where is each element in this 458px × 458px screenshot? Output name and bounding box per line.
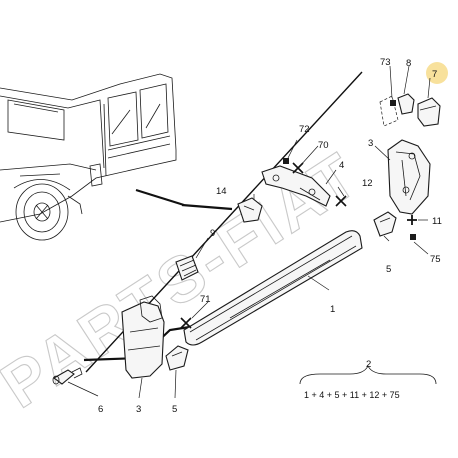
callout-70: 70: [318, 140, 329, 151]
callout-75: 75: [430, 254, 441, 265]
part-5-corner-right[interactable]: [373, 211, 397, 237]
callout-3-upper: 3: [368, 138, 373, 149]
part-4-bracket[interactable]: [261, 165, 331, 207]
highlight-marker: [426, 62, 448, 84]
part-11-screw[interactable]: [407, 215, 417, 225]
callout-73: 73: [380, 57, 391, 68]
part-14-bracket[interactable]: [237, 197, 263, 223]
van-illustration: [0, 73, 177, 241]
callout-71: 71: [200, 294, 211, 305]
callout-1: 1: [330, 304, 335, 315]
callout-7: 7: [432, 69, 437, 80]
part-5-corner-lower[interactable]: [165, 345, 189, 371]
part-3-end-cap-left[interactable]: [121, 295, 165, 379]
part-73-nut[interactable]: [390, 100, 396, 106]
callout-6: 6: [98, 404, 103, 415]
callout-9: 9: [210, 228, 215, 239]
callout-5-lower: 5: [172, 404, 177, 415]
callout-labels: 1 2 3 3 4 5 5 6 7 8 9 11 12 14 70 71 72 …: [98, 57, 442, 415]
callout-8: 8: [406, 58, 411, 69]
leader-lines: [67, 65, 431, 399]
kit-formula: 1 + 4 + 5 + 11 + 12 + 75: [304, 390, 400, 400]
callout-3-lower: 3: [136, 404, 141, 415]
part-8-clip[interactable]: [397, 93, 415, 115]
callout-14: 14: [216, 186, 227, 197]
part-1-sill[interactable]: [183, 230, 363, 346]
group-frame: [379, 95, 399, 127]
callout-72: 72: [299, 124, 310, 135]
part-9-clip[interactable]: [175, 255, 199, 281]
callout-4: 4: [339, 160, 344, 171]
pointer-line-upper: [135, 188, 185, 207]
kit-brace: [299, 365, 437, 385]
pointer-line-upper-2: [181, 203, 233, 211]
part-72-nut[interactable]: [283, 158, 289, 164]
part-7-cap[interactable]: [417, 97, 441, 127]
part-3-end-cap-right[interactable]: [387, 139, 431, 215]
callout-12: 12: [362, 178, 373, 189]
part-12-screw[interactable]: [335, 195, 347, 207]
part-75-nut[interactable]: [410, 234, 416, 240]
callout-11: 11: [432, 216, 442, 227]
part-71-screw[interactable]: [180, 317, 192, 329]
callout-2: 2: [366, 359, 371, 370]
part-6-rivet[interactable]: [52, 367, 83, 385]
callout-5-right: 5: [386, 264, 391, 275]
